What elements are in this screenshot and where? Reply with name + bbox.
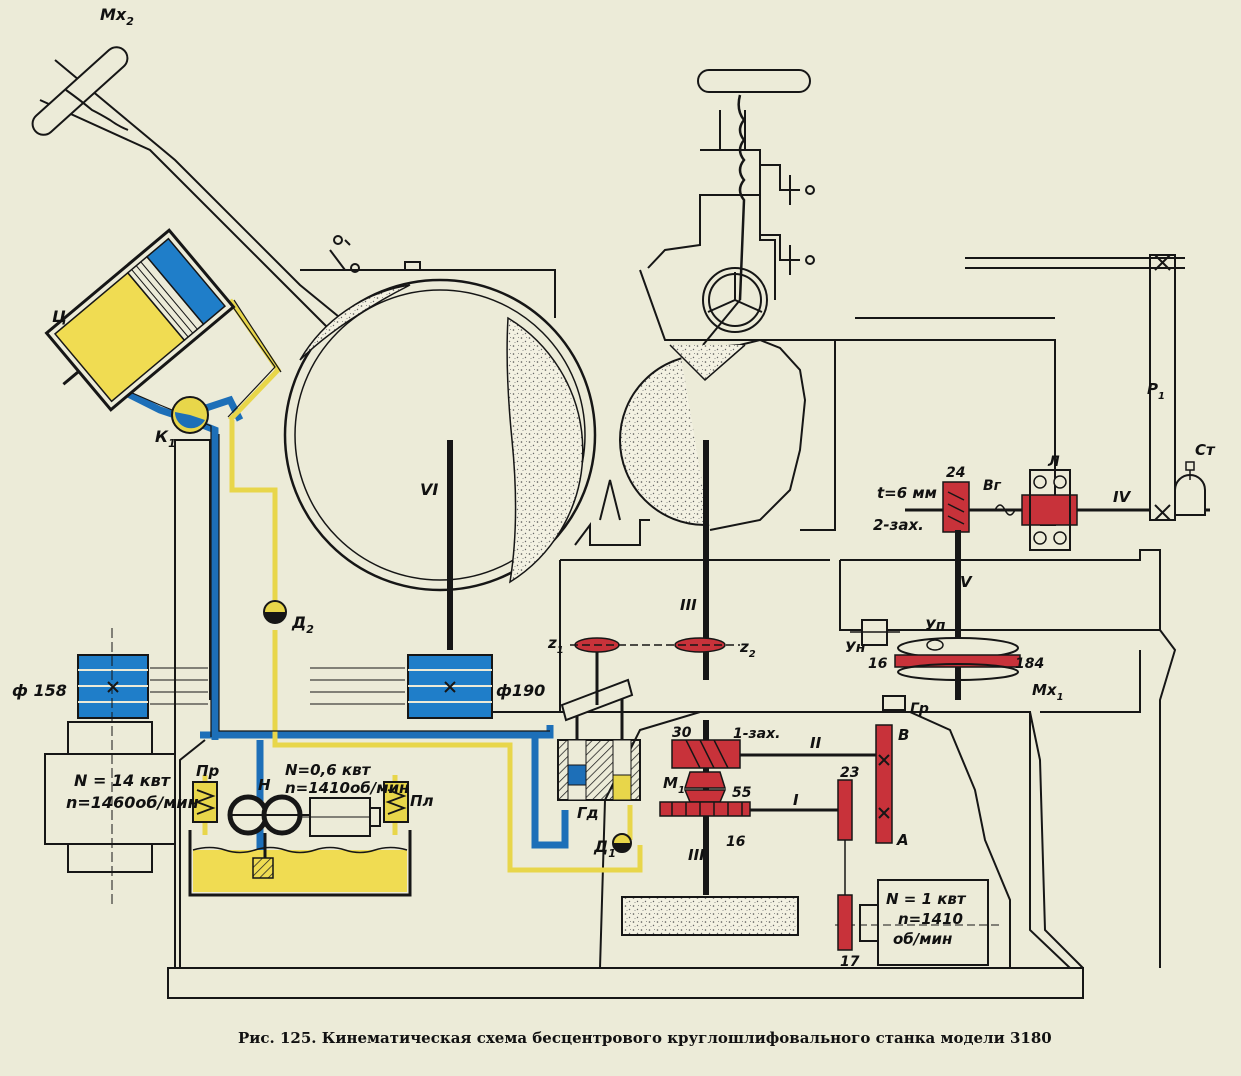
- label-motor2-power: N=0,6 квт: [285, 761, 372, 779]
- labels: Мх2 Ц К1 Д2 Д1 VI III III II I IV V ф 15…: [12, 5, 1216, 970]
- label-g30: 30: [672, 725, 692, 741]
- label-shaft-i: I: [793, 791, 799, 809]
- hydraulic-drive-gd: [557, 640, 641, 801]
- label-shaft-vi: VI: [420, 480, 438, 499]
- label-motor3-speed-2: об/мин: [893, 930, 952, 948]
- label-g17: 17: [840, 954, 860, 970]
- label-p1: Р1: [1147, 380, 1165, 402]
- label-mx2: Мх2: [100, 5, 134, 28]
- feed-motor: [835, 879, 1000, 966]
- label-motor1-speed: n=1460об/мин: [66, 793, 199, 812]
- pulley-phi158: [77, 654, 208, 719]
- lower-wheel: [621, 896, 799, 936]
- label-shaft-iii-top: III: [680, 596, 697, 614]
- label-pl: Пл: [410, 792, 434, 810]
- label-st: Ст: [1195, 441, 1216, 459]
- valve-k1: [171, 396, 209, 434]
- pump-n: [227, 794, 310, 858]
- label-vg: Вг: [983, 478, 1002, 494]
- label-l: Л: [1047, 454, 1060, 470]
- label-z1: z1: [547, 634, 564, 656]
- label-shaft-iv: IV: [1113, 488, 1132, 506]
- label-g55: 55: [732, 785, 752, 801]
- hydraulic-cylinder: [44, 228, 236, 412]
- label-g16-low: 16: [726, 834, 746, 850]
- regulating-wheel: [619, 338, 807, 680]
- label-gd: Гд: [577, 804, 599, 822]
- label-pr: Пр: [196, 762, 220, 780]
- machine-frame: [31, 46, 1177, 999]
- label-t6: t=6 мм: [877, 484, 937, 502]
- label-two-start: 2-зах.: [873, 516, 924, 534]
- label-phi158: ф 158: [12, 681, 67, 700]
- pulley-phi190: [310, 654, 493, 719]
- relief-valve-pl: [383, 781, 409, 823]
- figure-caption: Рис. 125. Кинематическая схема бесцентро…: [238, 1029, 1052, 1047]
- label-pulley-v: В: [898, 726, 909, 744]
- label-d1: Д1: [593, 837, 616, 860]
- label-gr: Гр: [910, 701, 929, 717]
- throttle-d1: [612, 833, 632, 853]
- label-phi190: ф190: [496, 681, 545, 700]
- label-shaft-ii: II: [810, 734, 822, 752]
- label-m1: М1: [663, 774, 685, 796]
- label-up: Уп: [925, 618, 946, 634]
- throttle-d2: [263, 600, 287, 624]
- label-z2: z2: [739, 638, 756, 660]
- gear-train: [570, 637, 893, 951]
- label-motor3-power: N = 1 квт: [886, 890, 967, 908]
- label-one-start: 1-зах.: [733, 726, 780, 742]
- feed-mechanism: [850, 254, 1210, 711]
- grinding-wheel: [283, 278, 597, 650]
- label-k1: К1: [155, 427, 176, 450]
- label-d2: Д2: [291, 613, 314, 636]
- main-motor: [44, 628, 176, 905]
- label-mx1: Мх1: [1032, 681, 1064, 703]
- label-ts: Ц: [52, 307, 67, 326]
- label-shaft-v: V: [960, 573, 973, 591]
- label-un: Ун: [845, 640, 866, 656]
- label-motor2-speed: n=1410об/мин: [285, 779, 409, 797]
- label-n-pump: Н: [258, 776, 271, 794]
- label-g24: 24: [946, 465, 965, 481]
- label-pulley-a: А: [896, 831, 909, 849]
- relief-valve-pr: [192, 781, 218, 823]
- pump-motor: [298, 797, 381, 837]
- label-g16-right: 16: [868, 656, 888, 672]
- label-g23: 23: [840, 765, 859, 781]
- oil-tank: [188, 830, 412, 897]
- label-shaft-iii-bottom: III: [688, 846, 705, 864]
- label-motor3-speed-1: n=1410: [898, 910, 963, 928]
- label-motor1-power: N = 14 квт: [74, 771, 172, 790]
- label-g184: 184: [1015, 656, 1044, 672]
